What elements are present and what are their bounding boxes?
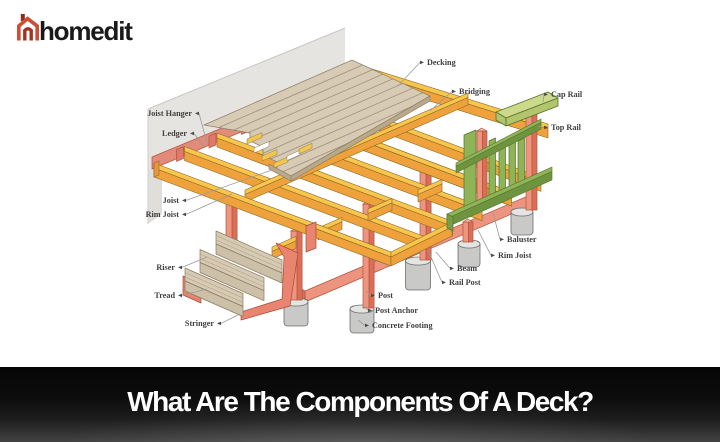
- svg-text:Rail Post: Rail Post: [449, 278, 481, 287]
- svg-text:Baluster: Baluster: [507, 235, 537, 244]
- svg-text:Top Rail: Top Rail: [551, 123, 582, 132]
- svg-text:Post Anchor: Post Anchor: [375, 306, 418, 315]
- svg-text:Beam: Beam: [457, 264, 477, 273]
- svg-text:Post: Post: [378, 291, 393, 300]
- svg-text:Joist: Joist: [163, 196, 180, 205]
- svg-text:Decking: Decking: [427, 58, 457, 67]
- svg-text:Ledger: Ledger: [162, 129, 187, 138]
- svg-text:Rim Joist: Rim Joist: [498, 251, 532, 260]
- svg-text:Tread: Tread: [154, 291, 175, 300]
- svg-text:Joist Hanger: Joist Hanger: [147, 109, 192, 118]
- svg-text:Stringer: Stringer: [185, 319, 214, 328]
- svg-text:Riser: Riser: [156, 263, 175, 272]
- svg-text:Concrete Footing: Concrete Footing: [372, 321, 433, 330]
- svg-text:Rim Joist: Rim Joist: [146, 210, 180, 219]
- svg-text:Bridging: Bridging: [459, 87, 491, 96]
- svg-text:Cap Rail: Cap Rail: [551, 90, 583, 99]
